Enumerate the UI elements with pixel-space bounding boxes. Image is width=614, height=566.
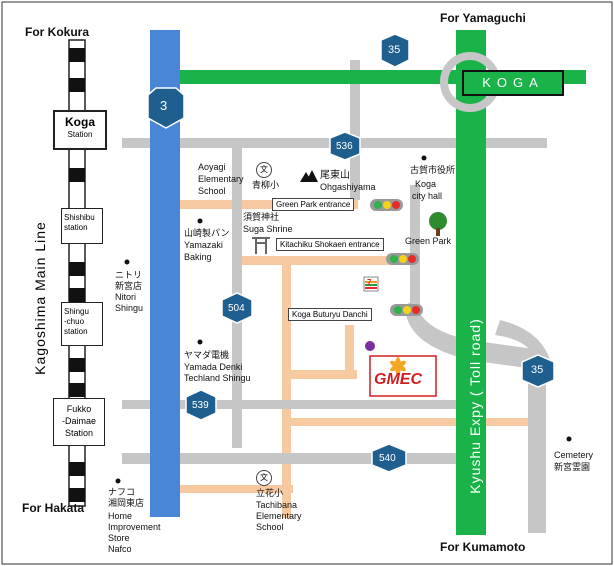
aoyagi-school-line1: Aoyagi	[198, 162, 226, 172]
station-shingu-chuo: Shingu -chuo station	[61, 302, 103, 346]
ohgashiyama-en: Ohgashiyama	[320, 182, 376, 192]
route-3-shield	[147, 87, 185, 129]
route-539-label: 539	[192, 400, 209, 411]
gmec-logo: GMEC	[374, 371, 422, 388]
direction-north-right: For Yamaguchi	[440, 11, 526, 25]
route-540-label: 540	[379, 453, 396, 464]
green-park-label: Green Park	[405, 236, 452, 246]
yamada-en: Yamada Denki Techland Shingu	[184, 362, 251, 383]
city-hall-jp: 古賀市役所	[410, 165, 456, 175]
route-536-label: 536	[336, 141, 353, 152]
route-35-right-shield	[521, 354, 555, 388]
route-35-top-shield	[380, 33, 410, 68]
interchange-sign: KOGA	[462, 70, 564, 96]
direction-south-left: For Hakata	[22, 501, 85, 515]
route-540-shield	[371, 443, 407, 473]
route-shields	[147, 33, 555, 473]
route-539-shield	[185, 389, 217, 421]
tachibana-school-icon: 文	[256, 470, 272, 486]
school-icon: 文	[256, 162, 272, 178]
station-koga: Koga Station	[53, 110, 107, 150]
station-shishibu-sub: station	[64, 223, 88, 232]
station-shishibu-name: Shishibu	[64, 213, 95, 222]
route-35-right-label: 35	[531, 364, 544, 376]
nitori-en: Nitori Shingu	[115, 292, 144, 313]
station-shishibu: Shishibu station	[61, 208, 103, 244]
landmark-dots	[115, 155, 572, 484]
railway-line-name: Kagoshima Main Line	[32, 221, 48, 375]
tree-icon	[429, 212, 447, 236]
kyushu-expressway	[456, 30, 486, 535]
station-shingu-sub: -chuo station	[64, 317, 88, 336]
station-koga-name: Koga	[65, 115, 95, 129]
route-3-label: 3	[160, 98, 168, 113]
tachibana-jp: 立花小	[256, 488, 284, 498]
station-fukko-sub: -Daimae Station	[61, 416, 96, 438]
city-hall-en1: Koga	[415, 179, 437, 189]
intersection-buturyu: Koga Buturyu Danchi	[288, 308, 372, 321]
direction-south-right: For Kumamoto	[440, 540, 526, 554]
gmec-flower-icon	[390, 357, 406, 375]
aoyagi-school-line2: Elementary	[198, 174, 244, 184]
station-fukko-daimae: Fukko -Daimae Station	[53, 398, 105, 446]
destination-dot	[365, 341, 375, 351]
city-hall-en2: city hall	[412, 191, 443, 201]
cemetery-en: Cemetery	[554, 450, 594, 460]
mountain-icon	[300, 170, 318, 182]
station-fukko-name: Fukko	[66, 404, 92, 414]
traffic-lights	[370, 199, 423, 316]
yamada-jp: ヤマダ電機	[184, 350, 230, 360]
route-536-shield	[329, 131, 361, 161]
convenience-store-label: 7	[367, 278, 372, 287]
yamazaki-en2: Baking	[184, 252, 212, 262]
intersection-kitachiku: Kitachiku Shokaen entrance	[276, 238, 384, 251]
station-koga-sub: Station	[67, 130, 93, 139]
suga-en: Suga Shrine	[243, 224, 293, 234]
aoyagi-jp: 青柳小	[252, 180, 280, 190]
route-35-top-label: 35	[388, 44, 401, 56]
ohgashiyama-jp: 尾東山	[320, 170, 350, 181]
route-504-shield	[221, 292, 253, 324]
nitori-jp: ニトリ 新宮店	[115, 270, 143, 291]
direction-north-left: For Kokura	[25, 25, 90, 39]
route-504-label: 504	[228, 303, 245, 314]
yamazaki-jp: 山崎製パン	[184, 228, 230, 238]
intersection-green-park: Green Park entrance	[272, 198, 355, 211]
cemetery-jp: 新宮霊園	[554, 462, 591, 472]
tachibana-en: Tachibana Elementary School	[256, 500, 302, 532]
nafco-jp: ナフコ 湘岡東店	[108, 487, 145, 508]
railway-line	[68, 39, 86, 507]
shrine-icon	[252, 237, 270, 254]
expressway-label: Kyushu Expy ( Toll road)	[467, 318, 483, 494]
nafco-en: Home Improvement Store Nafco	[108, 511, 161, 554]
suga-jp: 須賀神社	[243, 212, 280, 222]
yamazaki-en1: Yamazaki	[184, 240, 223, 250]
convenience-store-icon	[363, 276, 379, 292]
aoyagi-school-line3: School	[198, 186, 226, 196]
station-shingu-name: Shingu	[64, 307, 89, 316]
